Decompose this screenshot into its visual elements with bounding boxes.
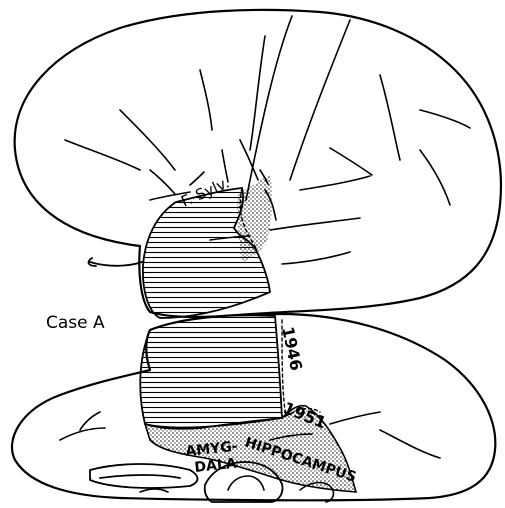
medial-view: 1946 1951 AMYG- DALA HIPPOCAMPUS bbox=[12, 314, 495, 502]
lateral-view: F. Sylv. bbox=[15, 10, 501, 318]
medial-resection-area bbox=[140, 315, 282, 428]
case-label: Case A bbox=[46, 313, 105, 333]
